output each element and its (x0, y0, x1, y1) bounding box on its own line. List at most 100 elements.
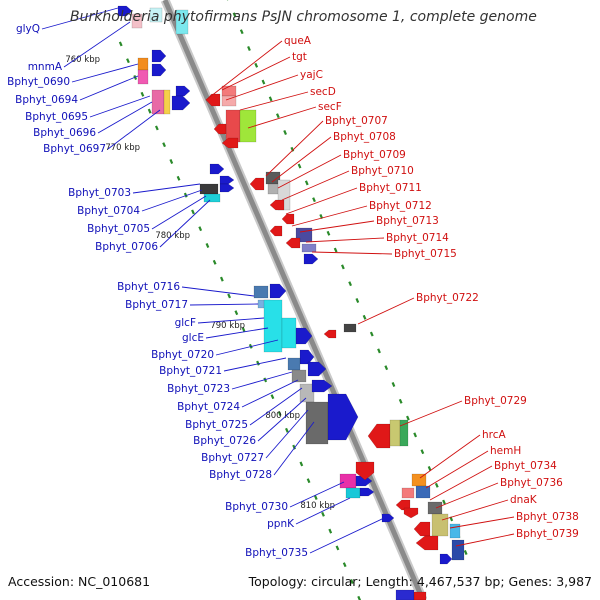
leader-line (249, 387, 303, 426)
leader-line (231, 371, 293, 390)
gene-arrow (219, 183, 235, 193)
gene-label-right: yajC (300, 69, 323, 81)
leader-line (151, 195, 207, 230)
leader-line (159, 199, 211, 248)
gene-block (431, 513, 449, 537)
feature-blocks (117, 5, 465, 600)
leader-line (305, 237, 385, 243)
backbone-core (162, 0, 426, 600)
gene-block (305, 401, 329, 445)
tick-dash (312, 197, 316, 203)
gene-arrow (269, 225, 283, 237)
gene-arrow (381, 513, 395, 523)
leader-line (289, 481, 345, 508)
tick-dash (283, 130, 287, 135)
gene-label-right: Bphyt_0714 (386, 232, 449, 244)
leader-line (357, 297, 415, 325)
gene-block (411, 473, 427, 487)
tick-dash (261, 79, 266, 85)
gene-arrow (221, 137, 239, 149)
gene-label-right: secF (318, 101, 342, 113)
tick-dash (434, 482, 439, 488)
tick-dash (118, 41, 123, 47)
tick-dash (427, 466, 432, 471)
gene-block (301, 243, 317, 253)
gene-label-left: Bphyt_0717 (125, 299, 188, 311)
tick-dash (140, 91, 145, 97)
leader-line (221, 56, 291, 91)
gene-label-right: Bphyt_0709 (343, 149, 406, 161)
tick-dash (328, 528, 333, 534)
gene-arrow (281, 213, 295, 225)
tick-dash (348, 281, 353, 287)
gene-label-right: Bphyt_0707 (325, 115, 388, 127)
gene-label-right: Bphyt_0739 (516, 528, 579, 540)
gene-block (151, 89, 165, 115)
tick-dash (183, 192, 188, 198)
leader-line (435, 482, 499, 509)
tick-dash (355, 298, 360, 303)
gene-label-right: secD (310, 86, 336, 98)
leader-line (429, 465, 493, 501)
gene-label-right: tgt (292, 51, 307, 63)
gene-label-right: hrcA (482, 429, 507, 441)
leader-line (197, 317, 265, 324)
tick-dash (326, 230, 331, 236)
gene-block (413, 591, 427, 600)
leader-line (265, 409, 309, 459)
gene-label-left: Bphyt_0735 (245, 547, 308, 559)
gene-block (427, 501, 443, 515)
leader-line (132, 183, 201, 194)
tick-label: 810 kbp (300, 501, 335, 511)
gene-label-left: Bphyt_0716 (117, 281, 180, 293)
gene-arrow (367, 423, 391, 449)
gene-label-right: hemH (490, 445, 521, 457)
gene-arrow (355, 461, 375, 481)
leader-line (449, 516, 515, 529)
leader-line (89, 95, 151, 118)
tick-dash (227, 293, 231, 299)
gene-arrow (249, 177, 265, 191)
gene-block (131, 13, 143, 29)
gene-label-left: Bphyt_0697 (43, 143, 106, 155)
tick-dash (220, 276, 224, 282)
gene-label-left: Bphyt_0704 (77, 205, 140, 217)
gene-block (291, 369, 307, 383)
gene-label-right: queA (284, 35, 312, 47)
accession-text: Accession: NC_010681 (8, 574, 151, 589)
leader-line (41, 7, 119, 30)
gene-arrow (327, 393, 359, 441)
gene-arrow (303, 253, 319, 265)
gene-label-right: Bphyt_0713 (376, 215, 439, 227)
leader-line (247, 106, 317, 129)
tick-dash (277, 411, 282, 416)
gene-arrow (359, 487, 375, 497)
tick-dash (342, 562, 347, 568)
gene-block (401, 487, 415, 499)
leader-line (189, 303, 259, 306)
gene-block (137, 57, 149, 71)
gene-block (343, 323, 357, 333)
gene-block (221, 95, 237, 107)
leader-line (295, 497, 351, 525)
leader-line (425, 450, 489, 489)
leader-line (291, 205, 368, 227)
gene-block (221, 85, 237, 97)
tick-dash (341, 264, 345, 270)
leader-line (309, 517, 385, 554)
tick-dash (247, 46, 251, 51)
tick-dash (350, 579, 354, 584)
gene-block (137, 69, 149, 85)
map-title: Burkholderia phytofirmans PsJN chromosom… (70, 9, 537, 25)
leader-line (441, 499, 509, 521)
gene-label-left: Bphyt_0721 (159, 365, 222, 377)
leader-line (205, 40, 283, 101)
tick-dash (276, 113, 280, 119)
gene-label-left: Bphyt_0727 (201, 452, 264, 464)
tick-dash (420, 449, 425, 455)
tick-dash (198, 226, 203, 232)
gene-arrow (311, 379, 333, 393)
gene-arrow (151, 49, 167, 63)
gene-arrow (285, 237, 301, 249)
